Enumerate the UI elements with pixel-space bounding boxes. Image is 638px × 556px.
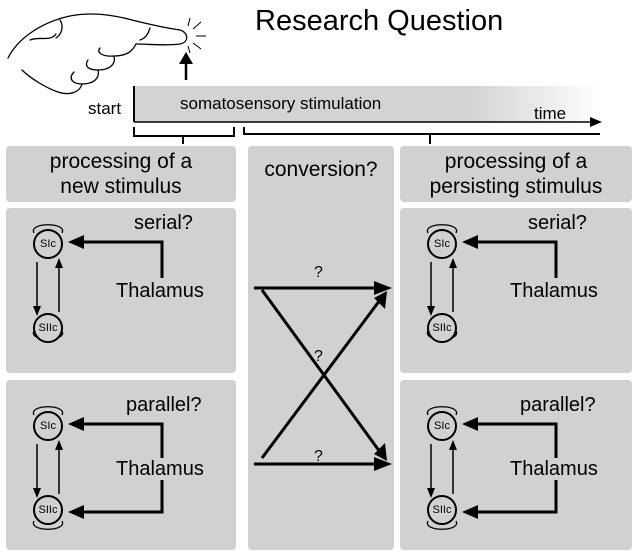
persisting-stimulus-header-panel (400, 146, 632, 202)
conversion-header: conversion? (264, 157, 378, 181)
conversion-question-top: ? (314, 264, 323, 281)
new-stimulus-header-line2: new stimulus (60, 175, 182, 198)
persisting-parallel-siic-node: SIIc (427, 495, 457, 525)
conversion-question-middle: ? (314, 348, 323, 365)
persisting-serial-thalamus-label: Thalamus (510, 280, 598, 302)
new-serial-label: serial? (134, 212, 193, 234)
new-stimulus-header-line1: processing of a (49, 150, 193, 173)
persisting-parallel-sic-node: SIc (427, 411, 457, 441)
new-parallel-siic-node: SIIc (33, 495, 63, 525)
conversion-panel (248, 146, 394, 550)
timeline-bar-label: somatosensory stimulation (180, 94, 382, 113)
new-parallel-sic-node: SIc (33, 411, 63, 441)
page-title: Research Question (255, 5, 504, 37)
conversion-question-bottom: ? (314, 448, 323, 465)
new-serial-thalamus-label: Thalamus (116, 280, 204, 302)
persisting-stimulus-header: processing of a persisting stimulus (400, 146, 632, 202)
timeline-time-label: time (534, 104, 567, 123)
persisting-serial-sic-node: SIc (427, 229, 457, 259)
new-parallel-thalamus-label: Thalamus (116, 458, 204, 480)
new-stimulus-header: processing of a new stimulus (6, 146, 236, 202)
persisting-serial-siic-node: SIIc (427, 313, 457, 343)
new-stimulus-header-panel (6, 146, 236, 202)
new-serial-siic-node: SIIc (33, 313, 63, 343)
timeline-start-label: start (88, 99, 122, 118)
persisting-serial-label: serial? (528, 212, 587, 234)
persisting-parallel-label: parallel? (520, 394, 596, 416)
persisting-stimulus-header-line1: processing of a (444, 150, 588, 173)
new-serial-sic-node: SIc (33, 229, 63, 259)
persisting-stimulus-header-line2: persisting stimulus (429, 175, 603, 198)
persisting-parallel-thalamus-label: Thalamus (510, 458, 598, 480)
new-parallel-label: parallel? (126, 394, 202, 416)
